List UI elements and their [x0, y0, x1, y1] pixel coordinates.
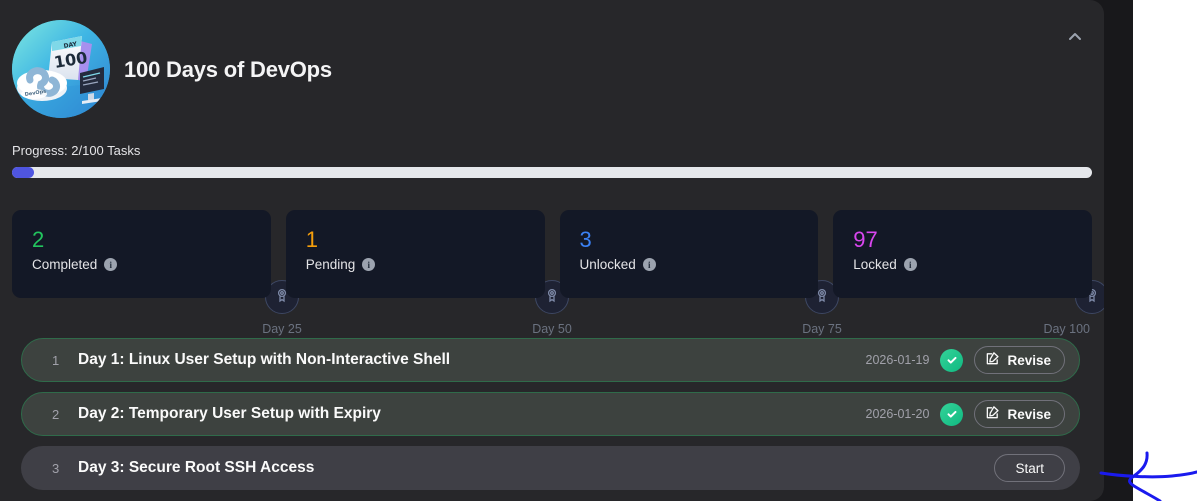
info-icon[interactable]: i: [362, 258, 376, 272]
check-circle-icon: [940, 348, 964, 372]
start-button[interactable]: Start: [994, 454, 1065, 482]
stat-value-pending: 1: [305, 227, 318, 252]
stat-value-locked: 97: [853, 227, 878, 252]
task-row[interactable]: 2 Day 2: Temporary User Setup with Expiry…: [21, 392, 1080, 436]
start-button-label: Start: [1015, 460, 1044, 476]
svg-text:DAY: DAY: [63, 41, 78, 50]
task-date: 2026-01-19: [865, 353, 930, 367]
task-number: 1: [52, 352, 60, 368]
edit-square-icon: [985, 351, 1000, 369]
edit-square-icon: [985, 405, 1000, 423]
info-icon[interactable]: i: [642, 258, 656, 272]
info-icon[interactable]: i: [903, 258, 917, 272]
milestone-label-day-75: Day 75: [802, 322, 842, 336]
task-row[interactable]: 3 Day 3: Secure Root SSH Access Start: [21, 446, 1080, 490]
task-actions: Start: [994, 454, 1065, 482]
task-title: Day 3: Secure Root SSH Access: [78, 459, 315, 476]
milestone-label-day-50: Day 50: [532, 322, 572, 336]
revise-button[interactable]: Revise: [974, 400, 1065, 428]
svg-text:DevOps: DevOps: [24, 89, 46, 98]
stat-label-locked: Locked: [853, 257, 897, 273]
stat-label-completed: Completed: [32, 257, 98, 273]
progress-track: [12, 167, 1092, 178]
revise-button-label: Revise: [1007, 406, 1051, 422]
day-100-devops-illustration-icon: DAY 100 DevOps: [12, 20, 110, 118]
svg-text:100: 100: [53, 48, 89, 72]
stat-value-completed: 2: [32, 227, 45, 252]
info-icon[interactable]: i: [104, 258, 118, 272]
revise-button[interactable]: Revise: [974, 346, 1065, 374]
task-date: 2026-01-20: [865, 407, 930, 421]
task-actions: 2026-01-20 Revise: [865, 400, 1065, 428]
stat-value-unlocked: 3: [579, 227, 592, 252]
medal-icon: [274, 287, 290, 308]
stat-label-unlocked: Unlocked: [579, 257, 636, 273]
progress-label: Progress: 2/100 Tasks: [12, 143, 141, 158]
task-actions: 2026-01-19 Revise: [865, 346, 1065, 374]
task-list: 1 Day 1: Linux User Setup with Non-Intera…: [21, 338, 1080, 500]
revise-button-label: Revise: [1007, 352, 1051, 368]
task-title: Day 1: Linux User Setup with Non-Interac…: [78, 351, 451, 368]
blue-pen-scribble-icon: [1090, 420, 1197, 501]
medal-icon: [814, 287, 830, 308]
chevron-up-icon[interactable]: [1060, 22, 1090, 52]
card-header: DAY 100 DevOps 100 Days o: [0, 0, 1104, 130]
medal-icon: [544, 287, 560, 308]
milestone-label-day-100: Day 100: [1043, 322, 1090, 336]
milestone-label-day-25: Day 25: [262, 322, 302, 336]
task-title: Day 2: Temporary User Setup with Expiry: [78, 405, 381, 422]
page-title: 100 Days of DevOps: [124, 57, 332, 82]
check-circle-icon: [940, 402, 964, 426]
challenge-card: DAY 100 DevOps 100 Days o: [0, 0, 1104, 501]
progress-fill: [12, 167, 34, 178]
task-number: 2: [52, 406, 60, 422]
task-number: 3: [52, 460, 60, 476]
stat-label-pending: Pending: [305, 257, 356, 273]
task-row[interactable]: 1 Day 1: Linux User Setup with Non-Intera…: [21, 338, 1080, 382]
